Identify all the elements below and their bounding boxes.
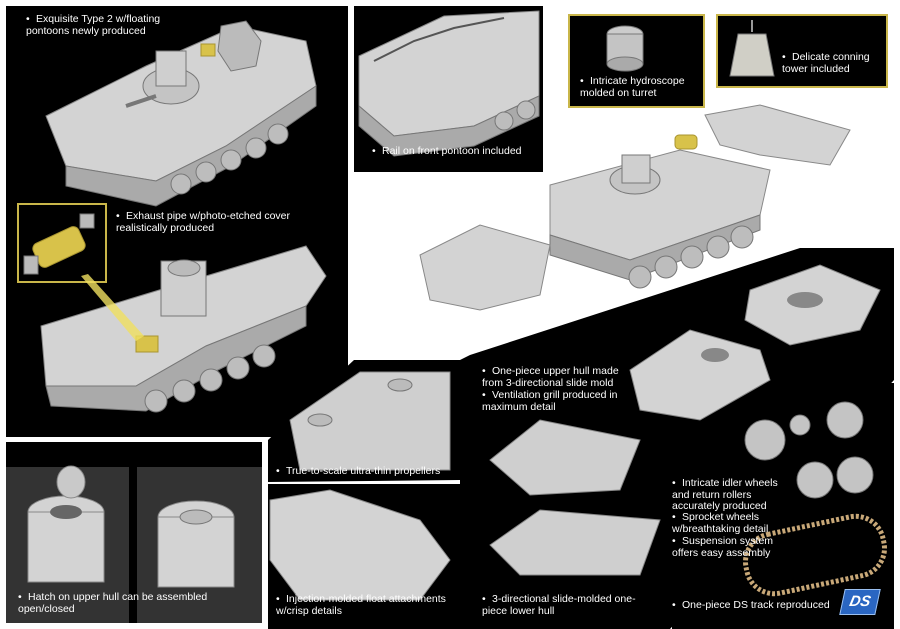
caption-hydroscope: •Intricate hydroscope molded on turret: [580, 75, 685, 99]
tank-illustration-top: [17, 20, 327, 413]
exploded-assembly-illustration: [419, 104, 851, 311]
caption-track: •One-piece DS track reproduced: [672, 599, 830, 611]
caption-type2: •Exquisite Type 2 w/floating pontoons ne…: [26, 13, 161, 37]
caption-lower-hull: •3-directional slide-molded one-piece lo…: [482, 593, 636, 617]
panel-conning-tower: •Delicate conning tower included: [716, 14, 888, 88]
conning-tower-illustration: [729, 20, 775, 77]
caption-suspension: •Suspension system offers easy assembly: [672, 535, 774, 559]
caption-exhaust: •Exhaust pipe w/photo-etched cover reali…: [116, 210, 291, 234]
caption-hatch: •Hatch on upper hull can be assembled op…: [18, 591, 208, 615]
caption-rail: •Rail on front pontoon included: [372, 145, 522, 157]
hydroscope-illustration: [606, 25, 644, 72]
caption-idler: •Intricate idler wheels and return rolle…: [672, 477, 778, 512]
pontoon-rail-illustration: [358, 10, 540, 157]
caption-propellers: •True-to-scale ultra-thin propellers: [276, 465, 441, 477]
exhaust-pipe-detail: [23, 213, 95, 275]
panel-hydroscope: •Intricate hydroscope molded on turret: [568, 14, 705, 108]
caption-conning: •Delicate conning tower included: [782, 51, 870, 75]
caption-upper-hull: •One-piece upper hull made from 3-direct…: [482, 365, 619, 389]
caption-sprocket: •Sprocket wheels w/breathtaking detail: [672, 511, 769, 535]
hatch-illustration: [6, 465, 262, 623]
caption-float: •Injection-molded float attachments w/cr…: [276, 593, 446, 617]
panel-hatch: •Hatch on upper hull can be assembled op…: [6, 442, 262, 623]
panel-rail: •Rail on front pontoon included: [354, 6, 543, 172]
caption-vent: •Ventilation grill produced in maximum d…: [482, 389, 618, 413]
panel-type2-overview: •Exquisite Type 2 w/floating pontoons ne…: [6, 6, 348, 437]
